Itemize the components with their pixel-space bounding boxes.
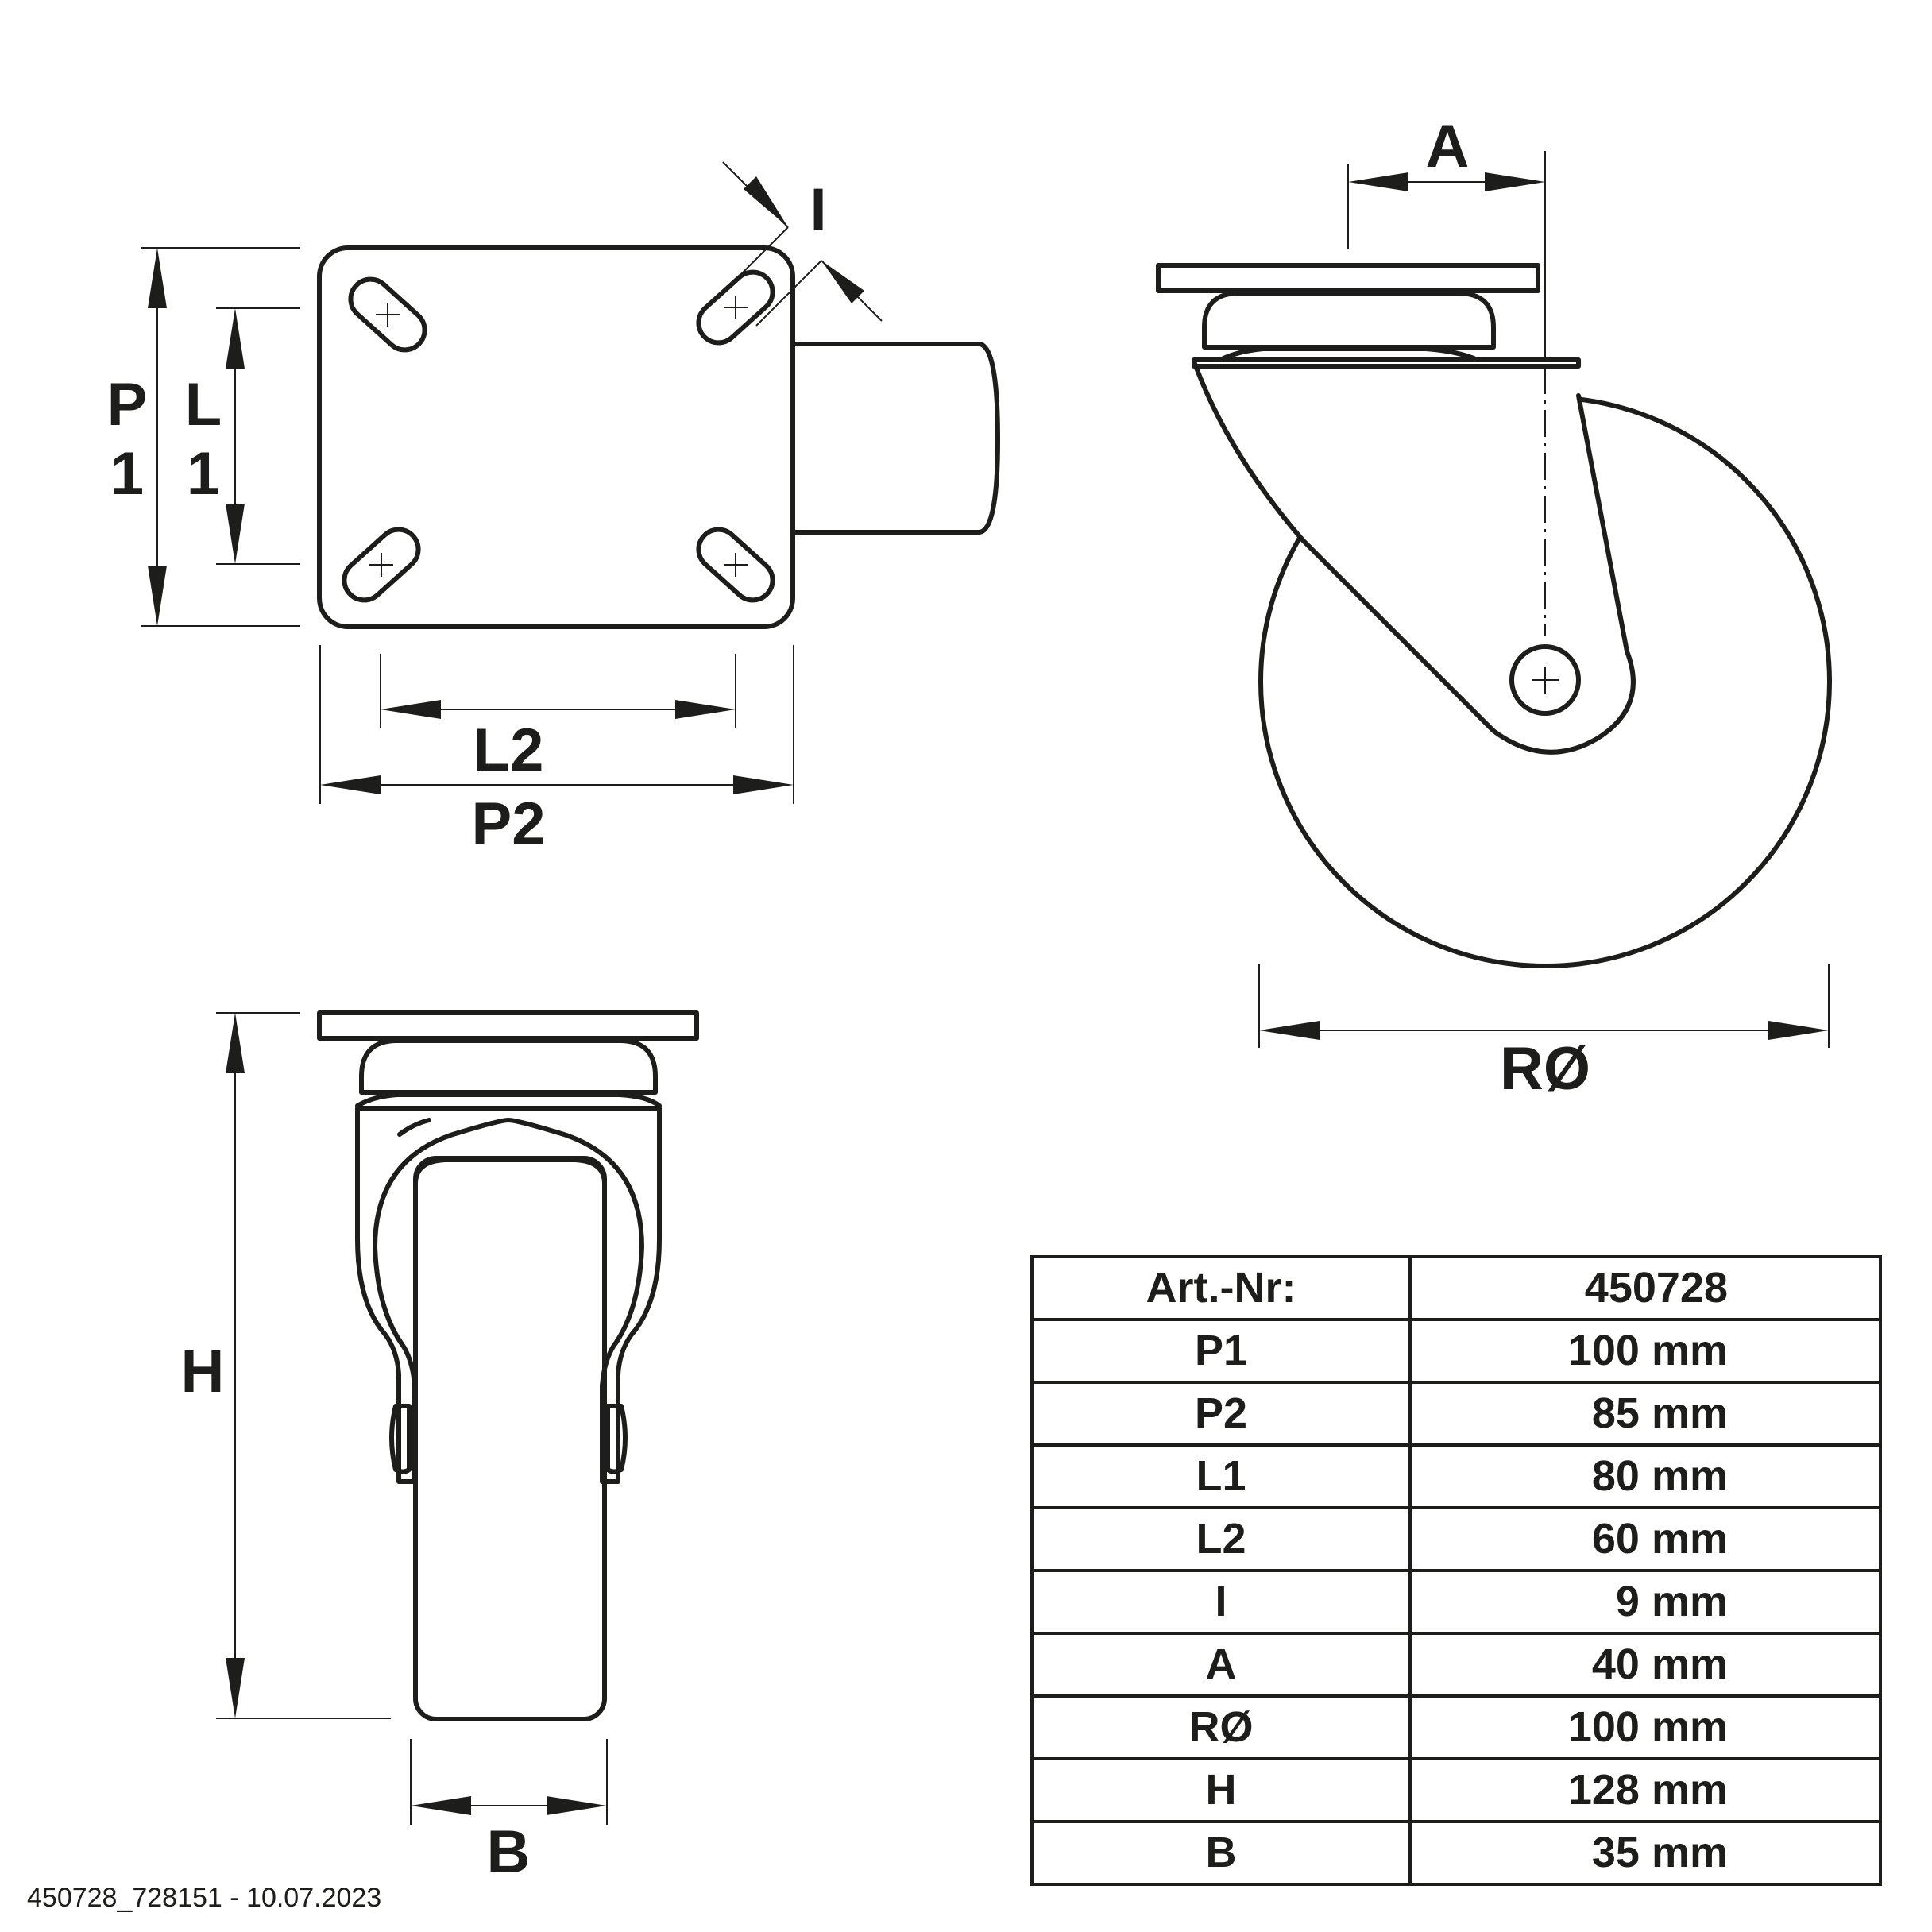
label-l1-number: 1 [187, 440, 220, 508]
row-label: RØ [1030, 1694, 1412, 1760]
row-label: L1 [1030, 1443, 1412, 1509]
axle-nut-right [605, 1404, 628, 1474]
dimension-p1: P 1 [107, 247, 300, 627]
table-row: L2 60 mm [1030, 1506, 1882, 1572]
row-value: 100 mm [1408, 1318, 1882, 1384]
label-p1-number: 1 [110, 440, 144, 508]
castor-front-view [317, 1010, 699, 1721]
fork-leg [1192, 359, 1636, 755]
row-label: P1 [1030, 1318, 1412, 1384]
row-value: 85 mm [1408, 1381, 1882, 1447]
bearing-ring-front [355, 1092, 662, 1108]
row-value: 100 mm [1408, 1694, 1882, 1760]
row-label: H [1030, 1757, 1412, 1823]
row-value: 9 mm [1408, 1569, 1882, 1635]
label-p1-letter: P [107, 371, 148, 439]
swivel-bearing [1202, 291, 1496, 350]
label-a: A [1426, 113, 1470, 180]
swivel-bearing-front [359, 1038, 658, 1095]
table-header-row: Art.-Nr: 450728 [1030, 1255, 1882, 1321]
bearing-ring [1218, 346, 1480, 362]
dimension-h: H [181, 1012, 391, 1719]
dimension-b: B [410, 1739, 608, 1886]
axle [1509, 644, 1581, 716]
table-row: B 35 mm [1030, 1820, 1882, 1886]
label-l1-letter: L [185, 371, 222, 439]
row-value: 35 mm [1408, 1820, 1882, 1886]
label-b: B [487, 1818, 531, 1886]
wheel-tread-top [413, 1157, 607, 1186]
label-l2: L2 [473, 717, 544, 784]
dimension-l2: L2 [380, 654, 736, 784]
row-label: L2 [1030, 1506, 1412, 1572]
wheel-front [413, 1156, 607, 1721]
label-h: H [181, 1338, 225, 1405]
top-plate-side [1156, 263, 1540, 293]
table-row: A 40 mm [1030, 1632, 1882, 1698]
label-p2: P2 [472, 790, 546, 858]
castor-side-view [1156, 238, 1832, 968]
mounting-hole-top-right [696, 269, 775, 346]
fork-detail [397, 1118, 431, 1137]
top-plate-front [317, 1010, 699, 1041]
table-row: I 9 mm [1030, 1569, 1882, 1635]
row-label: I [1030, 1569, 1412, 1635]
specification-table: Art.-Nr: 450728 P1 100 mm P2 85 mm L1 80… [1030, 1255, 1882, 1886]
label-r-diameter: RØ [1500, 1035, 1590, 1103]
kingpin-stub [790, 342, 1000, 535]
row-value: 128 mm [1408, 1757, 1882, 1823]
article-number-value: 450728 [1408, 1255, 1882, 1321]
mounting-hole-bottom-left [342, 527, 421, 603]
fork-front [355, 1106, 662, 1484]
table-row: L1 80 mm [1030, 1443, 1882, 1509]
mounting-hole-top-left [348, 276, 427, 353]
table-row: P1 100 mm [1030, 1318, 1882, 1384]
row-label: A [1030, 1632, 1412, 1698]
row-value: 80 mm [1408, 1443, 1882, 1509]
mounting-plate-outline [317, 245, 795, 629]
drawing-reference: 450728_728151 - 10.07.2023 [27, 1883, 382, 1913]
row-value: 40 mm [1408, 1632, 1882, 1698]
plate-top-view [317, 245, 1000, 629]
fork-top [1192, 357, 1581, 369]
table-row: H 128 mm [1030, 1757, 1882, 1823]
table-row: RØ 100 mm [1030, 1694, 1882, 1760]
axle-nut-left [389, 1404, 412, 1474]
dimension-r-diameter: RØ [1258, 964, 1830, 1103]
dimension-i: I [722, 161, 883, 327]
label-i: I [810, 176, 826, 244]
dimension-a: A [1347, 113, 1546, 359]
article-number-label: Art.-Nr: [1030, 1255, 1412, 1321]
row-value: 60 mm [1408, 1506, 1882, 1572]
dimension-l1: L 1 [185, 307, 300, 565]
dimension-p2: P2 [319, 645, 794, 858]
table-row: P2 85 mm [1030, 1381, 1882, 1447]
row-label: P2 [1030, 1381, 1412, 1447]
mounting-hole-bottom-right [696, 527, 775, 603]
row-label: B [1030, 1820, 1412, 1886]
